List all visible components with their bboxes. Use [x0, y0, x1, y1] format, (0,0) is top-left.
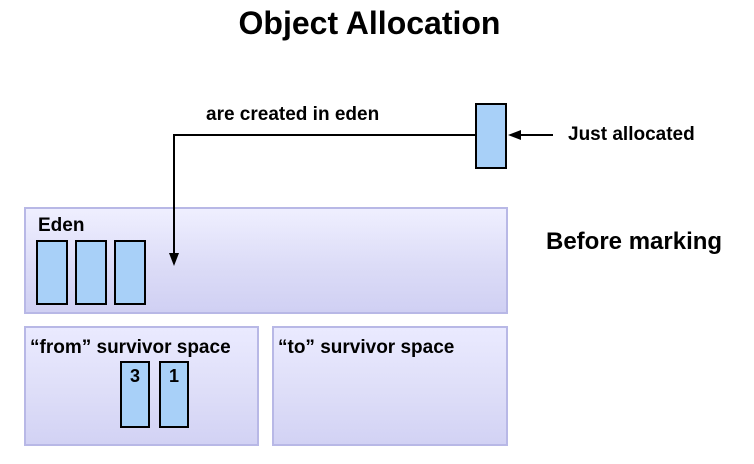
from-survivor-object: 1 [159, 361, 189, 428]
allocation-path-arrow [169, 134, 475, 266]
eden-label: Eden [38, 215, 85, 236]
eden-object [75, 240, 107, 305]
just-allocated-pointer-arrow [508, 130, 553, 140]
to-survivor-region [272, 326, 508, 446]
just-allocated-object [475, 103, 507, 169]
from-survivor-label: “from” survivor space [30, 337, 231, 358]
phase-label: Before marking [546, 228, 723, 255]
from-survivor-object: 3 [120, 361, 150, 428]
to-survivor-label: “to” survivor space [278, 337, 455, 358]
eden-object [114, 240, 146, 305]
eden-object [36, 240, 68, 305]
diagram-title: Object Allocation [238, 5, 501, 41]
just-allocated-annotation: Just allocated [568, 124, 695, 145]
created-in-eden-annotation: are created in eden [206, 104, 380, 125]
